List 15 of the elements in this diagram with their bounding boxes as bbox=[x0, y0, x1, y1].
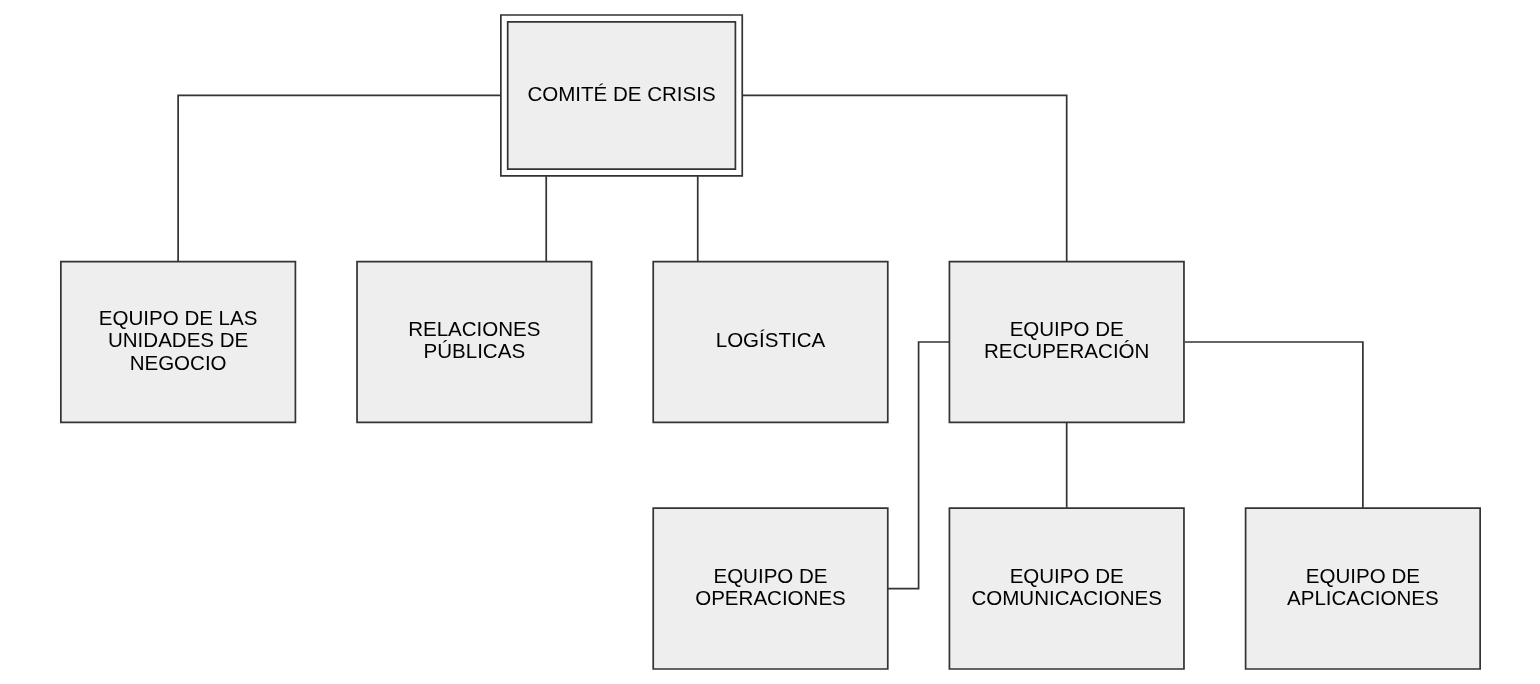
node-box: EQUIPO DE OPERACIONES bbox=[651, 507, 889, 670]
connector bbox=[886, 341, 950, 590]
node-box: EQUIPO DE RECUPERACIÓN bbox=[948, 260, 1185, 424]
node-box: RELACIONES PÚBLICAS bbox=[355, 260, 592, 424]
connector bbox=[1065, 421, 1068, 509]
node-box: EQUIPO DE COMUNICACIONES bbox=[948, 507, 1185, 670]
connector bbox=[1183, 341, 1364, 509]
connector bbox=[544, 175, 547, 262]
node-box: EQUIPO DE LAS UNIDADES DE NEGOCIO bbox=[59, 260, 296, 424]
node-box: EQUIPO DE APLICACIONES bbox=[1244, 507, 1481, 670]
connector bbox=[741, 94, 1068, 263]
connector bbox=[696, 175, 699, 262]
connector bbox=[176, 94, 501, 263]
node-box: COMITÉ DE CRISIS bbox=[499, 14, 743, 177]
node-box: LOGÍSTICA bbox=[651, 260, 889, 424]
